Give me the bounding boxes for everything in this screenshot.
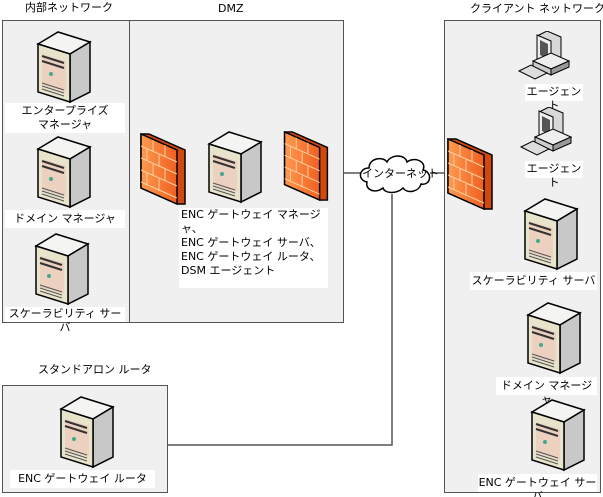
node-label: エンタープライズ マネージャ xyxy=(5,103,125,133)
node-label: スケーラビリティ サーバ xyxy=(5,307,125,334)
node-label: ドメイン マネージャ xyxy=(496,377,597,406)
node-label: スケーラビリティ サーバ xyxy=(470,272,597,290)
node-label: エージェント xyxy=(525,161,583,189)
node-label: エージェント xyxy=(525,84,583,112)
firewall-icon xyxy=(446,136,494,212)
standalone-router-title: スタンドアロン ルータ xyxy=(38,363,152,376)
workstation-icon xyxy=(519,107,575,159)
dmz-title: DMZ xyxy=(218,2,244,15)
firewall-icon xyxy=(282,130,330,202)
internal-network-title: 内部ネットワーク xyxy=(25,1,113,14)
internet-label: インターネット xyxy=(362,167,439,180)
firewall-icon xyxy=(139,132,187,206)
internet-standalone-link xyxy=(166,194,393,446)
server-icon xyxy=(526,300,582,376)
node-label: ドメイン マネージャ xyxy=(5,210,125,228)
client-network-title: クライアント ネットワーク xyxy=(470,2,603,15)
server-icon xyxy=(36,135,92,209)
node-label: ENC ゲートウェイ ルータ xyxy=(10,470,155,488)
cloud-icon xyxy=(359,155,431,194)
server-icon xyxy=(207,128,263,206)
workstation-icon xyxy=(517,31,573,83)
node-label: ENC ゲートウェイ サーバ xyxy=(478,474,597,497)
server-icon xyxy=(530,397,586,473)
server-icon xyxy=(36,30,92,104)
dmz-server-label: ENC ゲートウェイ マネージャ、 ENC ゲートウェイ サーバ、 ENC ゲー… xyxy=(179,208,328,288)
server-icon xyxy=(34,232,90,306)
server-icon xyxy=(59,395,115,469)
server-icon xyxy=(523,196,579,272)
